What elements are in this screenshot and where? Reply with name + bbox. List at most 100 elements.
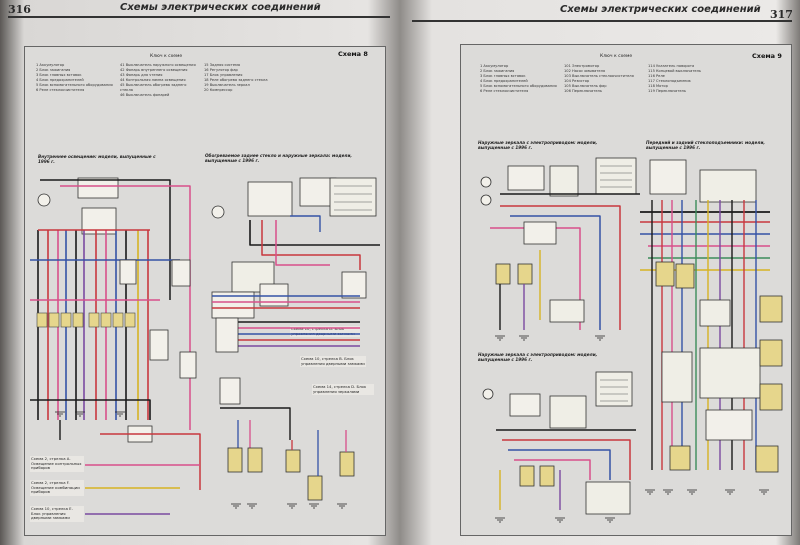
left-page: 316 Схемы электрических соединений Ключ … xyxy=(8,2,390,536)
legend-item: 119 Переключатель xyxy=(648,89,686,93)
section-title-power-mirrors-2: Наружные зеркала с электроприводом: моде… xyxy=(478,352,598,362)
legend-item: 16 Регулятор фар xyxy=(204,68,238,72)
battery-symbol xyxy=(211,205,225,219)
legend-item: 6 Реле стеклоочистителя xyxy=(480,89,529,93)
page-number-right: 317 xyxy=(770,8,793,21)
ground-symbol xyxy=(555,517,565,523)
wire xyxy=(290,215,321,232)
legend-item: 44 Контрольная лампа освещения xyxy=(120,78,186,82)
ground-symbol xyxy=(687,489,697,495)
component-box xyxy=(655,261,675,287)
wire xyxy=(100,433,201,490)
connector-pad xyxy=(100,312,112,328)
component-box xyxy=(649,159,687,195)
battery-symbol xyxy=(480,194,492,206)
connector-pad xyxy=(48,312,60,328)
legend-heading-right: Ключ к схеме xyxy=(600,54,633,59)
component-box xyxy=(179,351,197,379)
legend-item: 1 Аккумулятор xyxy=(36,63,65,67)
component-box xyxy=(329,177,377,217)
component-box xyxy=(247,181,293,217)
section-title-interior-light: Внутреннее освещение: модели, выпущенные… xyxy=(38,154,156,164)
connector-pad xyxy=(60,312,72,328)
legend-item: 43 Фонарь для чтения xyxy=(120,73,163,77)
ground-symbol xyxy=(55,411,65,417)
ground-symbol xyxy=(605,517,615,523)
legend-item: 115 Концевой выключатель xyxy=(648,69,702,73)
component-box xyxy=(549,395,587,429)
wire xyxy=(261,220,361,270)
legend-item: 102 Насос омывателя xyxy=(564,69,606,73)
component-box xyxy=(759,383,783,411)
legend-item: 46 Выключатель фонарей xyxy=(120,93,170,97)
legend-item: 42 Фонарь внутреннего освещения xyxy=(120,68,188,72)
component-box xyxy=(669,445,691,471)
header-title-right: Схемы электрических соединений xyxy=(560,4,761,15)
component-box xyxy=(755,445,779,473)
component-box xyxy=(77,177,119,199)
note-scheme-10-b: Схема 10, стрелка B. Блок управления две… xyxy=(300,356,366,368)
legend-item: 19 Выключатель зеркал xyxy=(204,83,250,87)
component-box xyxy=(285,449,301,473)
component-box xyxy=(585,481,631,515)
legend-item: 18 Реле обогрева заднего стекла xyxy=(204,78,268,82)
battery-symbol xyxy=(480,176,492,188)
component-box xyxy=(219,377,241,405)
legend-item: 101 Электромотор xyxy=(564,64,600,68)
legend-item: 3 Блок главных вставок xyxy=(480,74,526,78)
legend-item: 41 Выключатель наружного освещения xyxy=(120,63,196,67)
component-box xyxy=(595,371,633,407)
scheme-label-left: Схема 8 xyxy=(338,50,368,58)
battery-symbol xyxy=(482,388,494,400)
wire xyxy=(220,407,291,440)
component-box xyxy=(699,169,757,203)
legend-item: 3 Блок главных вставок xyxy=(36,73,82,77)
component-box xyxy=(215,317,239,353)
legend-right: 1 Аккумулятор 2 Блок зажигания 3 Блок гл… xyxy=(480,64,726,94)
ground-symbol xyxy=(287,503,297,509)
wire xyxy=(502,439,631,480)
note-scheme-14-d: Схема 14, стрелка D. Блок управления зер… xyxy=(312,384,374,396)
wire xyxy=(30,399,151,420)
ground-symbol xyxy=(309,503,319,509)
wire xyxy=(275,220,330,266)
legend-item: 17 Блок управления xyxy=(204,73,243,77)
component-box xyxy=(507,165,545,191)
legend-item: 117 Стеклоподъемник xyxy=(648,79,691,83)
ground-symbol xyxy=(645,489,655,495)
component-box xyxy=(549,299,585,323)
component-box xyxy=(171,259,191,287)
component-box xyxy=(523,221,557,245)
legend-item: 5 Блок вспомогательного оборудования xyxy=(36,83,113,87)
component-box xyxy=(339,451,355,477)
component-box xyxy=(247,447,263,473)
ground-symbol xyxy=(663,489,673,495)
legend-col-left-1: 1 Аккумулятор 2 Блок зажигания 3 Блок гл… xyxy=(36,63,114,98)
component-box xyxy=(149,329,169,361)
component-box xyxy=(517,263,533,285)
lamp-symbol xyxy=(37,193,51,207)
component-box xyxy=(227,447,243,473)
legend-item: 4 Блок предохранителей xyxy=(36,78,84,82)
wire xyxy=(510,215,601,330)
connector-pad xyxy=(36,312,48,328)
ground-symbol xyxy=(75,411,85,417)
section-title-heated-rear-window: Обогреваемое заднее стекло и наружные зе… xyxy=(205,153,353,163)
right-page: Схемы электрических соединений 317 Ключ … xyxy=(400,0,800,545)
ground-symbol xyxy=(337,503,347,509)
ground-symbol xyxy=(725,489,735,495)
wire xyxy=(500,205,621,330)
wire xyxy=(60,185,191,430)
connector-pad xyxy=(124,312,136,328)
component-box xyxy=(119,259,137,285)
ground-symbol xyxy=(495,335,505,341)
component-box xyxy=(705,409,753,441)
scheme-label-right: Схема 9 xyxy=(752,52,782,60)
note-scheme-2-f: Схема 2, стрелка F. Освещение комбинации… xyxy=(30,480,84,496)
legend-item: 2 Блок зажигания xyxy=(36,68,71,72)
legend-item: 2 Блок зажигания xyxy=(480,69,515,73)
component-box xyxy=(539,465,555,487)
ground-symbol xyxy=(247,503,257,509)
note-scheme-10-e: Схема 10, стрелка Е. Блок управления две… xyxy=(30,506,84,522)
